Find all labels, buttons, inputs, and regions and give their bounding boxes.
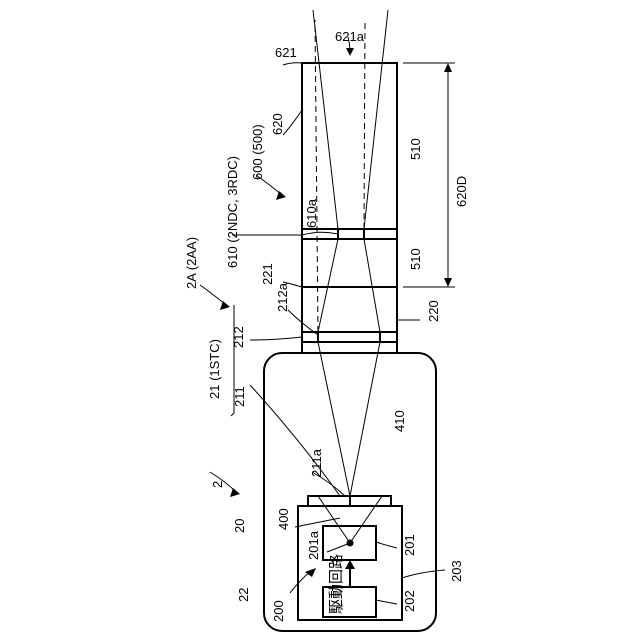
- label-621: 621: [275, 45, 297, 60]
- arrow-head-2: [230, 488, 240, 497]
- label-211a: 211a: [309, 448, 324, 477]
- housing-22: [264, 353, 436, 631]
- label-22: 22: [236, 588, 251, 602]
- leader-201a: [327, 543, 350, 552]
- label-620: 620: [270, 113, 285, 135]
- leader-201: [376, 542, 397, 548]
- ray-lower-4: [364, 10, 388, 229]
- ray-lower-1: [350, 496, 382, 543]
- drive-arrow-head: [345, 560, 355, 569]
- arrow-leader-2A: [200, 285, 226, 305]
- label-400: 400: [276, 508, 291, 530]
- leader-202: [376, 600, 397, 604]
- label-610: 610 (2NDC, 3RDC): [225, 156, 240, 268]
- label-21: 21 (1STC): [207, 339, 222, 399]
- arrow-head-2A: [220, 301, 230, 310]
- label-201a: 201a: [306, 530, 321, 560]
- dim-620D-arrow-left: [444, 278, 452, 287]
- label-212a: 212a: [275, 282, 290, 312]
- label-211: 211: [232, 386, 247, 407]
- leader-610a: [302, 232, 338, 235]
- ray-lower-3: [364, 239, 380, 332]
- dashed-ray-a: [315, 20, 318, 332]
- arrow-head-200: [305, 568, 316, 577]
- label-driver-circuit: 駆動回路: [328, 554, 345, 614]
- lens-610: [302, 229, 397, 239]
- label-2A: 2A (2AA): [184, 237, 199, 289]
- arrow-head-600: [276, 191, 286, 200]
- dashed-ray-b: [364, 20, 365, 229]
- dim-620D-arrow-right: [444, 63, 452, 72]
- label-610a: 610a: [304, 198, 319, 228]
- label-20: 20: [232, 519, 247, 533]
- leader-621: [283, 63, 302, 65]
- ray-upper-3: [318, 239, 338, 332]
- leader-620: [283, 110, 302, 135]
- leader-203: [402, 570, 445, 578]
- label-510-top: 510: [408, 138, 423, 160]
- label-221: 221: [260, 263, 275, 285]
- label-600: 600 (500): [250, 124, 265, 180]
- label-620D: 620D: [454, 176, 469, 207]
- label-220: 220: [426, 300, 441, 322]
- label-203: 203: [449, 560, 464, 582]
- label-201: 201: [402, 534, 417, 556]
- label-202: 202: [402, 590, 417, 612]
- label-410: 410: [392, 410, 407, 432]
- leader-212: [250, 337, 302, 340]
- label-212: 212: [231, 326, 246, 348]
- label-510-mid: 510: [408, 248, 423, 270]
- ray-lower-2: [350, 342, 380, 496]
- arrow-head-621a: [346, 48, 354, 56]
- label-200: 200: [271, 600, 286, 622]
- label-621a: 621a: [335, 29, 365, 44]
- label-2: 2: [210, 481, 225, 488]
